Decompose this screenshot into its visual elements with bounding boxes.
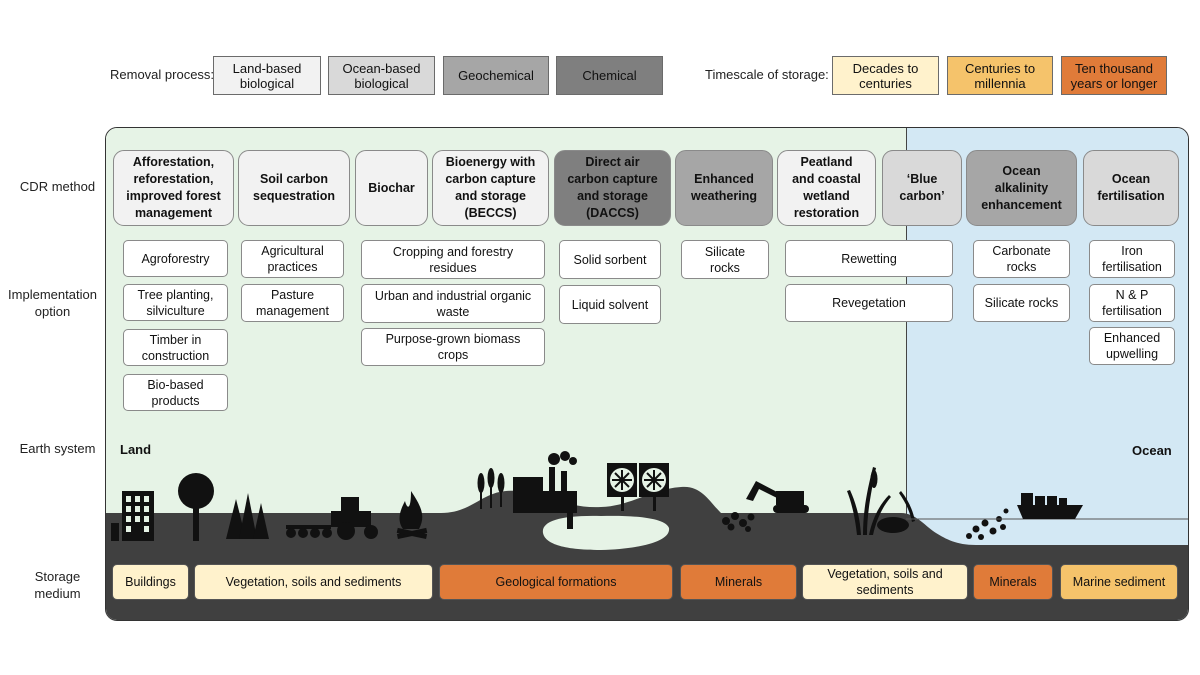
direct-air-capture-fans-icon [607,463,669,511]
method-blue-carbon: ‘Blue carbon’ [882,150,962,226]
legend-land-biological: Land-based biological [213,56,321,95]
storage-marine-sediment: Marine sediment [1060,564,1178,600]
wetland-reeds-icon [847,467,915,535]
storage-vegetation-soils: Vegetation, soils and sediments [194,564,433,600]
option-tree-planting: Tree planting, silviculture [123,284,228,321]
storage-buildings: Buildings [112,564,189,600]
option-bio-based-products: Bio-based products [123,374,228,411]
option-liquid-solvent: Liquid solvent [559,285,661,324]
method-ocean-alkalinity: Ocean alkalinity enhancement [966,150,1077,226]
deciduous-tree-icon [178,473,214,541]
conifer-trees-icon [226,493,269,539]
removal-process-label: Removal process: [110,67,215,82]
legend-chemical: Chemical [556,56,663,95]
option-pasture-management: Pasture management [241,284,344,322]
excavator-icon [746,481,809,513]
row-label-cdr-method: CDR method [19,179,96,194]
legend-ten-thousand-years: Ten thousand years or longer [1061,56,1167,95]
legend-centuries: Centuries to millennia [947,56,1053,95]
option-np-fertilisation: N & P fertilisation [1089,284,1175,322]
tractor-icon [331,497,378,540]
building-icon [111,491,154,541]
option-iron-fertilisation: Iron fertilisation [1089,240,1175,278]
method-daccs: Direct air carbon capture and storage (D… [554,150,671,226]
method-biochar: Biochar [355,150,428,226]
sediment-rock-icon [877,517,909,533]
option-timber-construction: Timber in construction [123,329,228,366]
storage-geological-formations: Geological formations [439,564,673,600]
option-cropping-residues: Cropping and forestry residues [361,240,545,279]
method-beccs: Bioenergy with carbon capture and storag… [432,150,549,226]
option-rewetting: Rewetting [785,240,953,277]
method-soil-carbon: Soil carbon sequestration [238,150,350,226]
legend-decades: Decades to centuries [832,56,939,95]
method-afforestation: Afforestation, reforestation, improved f… [113,150,234,226]
option-purpose-grown-crops: Purpose-grown biomass crops [361,328,545,366]
timescale-label: Timescale of storage: [705,67,829,82]
ocean-label: Ocean [1132,443,1172,458]
method-ocean-fertilisation: Ocean fertilisation [1083,150,1179,226]
ship-icon [1017,493,1083,519]
option-revegetation: Revegetation [785,284,953,322]
legend-ocean-biological: Ocean-based biological [328,56,435,95]
row-label-earth-system: Earth system [19,441,96,456]
row-label-storage-medium: Storage medium [34,569,81,601]
crops-icon [477,468,505,509]
land-label: Land [120,442,152,457]
geological-cavity [542,515,670,550]
storage-minerals-ocean: Minerals [973,564,1053,600]
ocean-rocks-icon [966,508,1009,540]
plough-icon [286,525,332,538]
rocks-icon [722,512,755,532]
option-agricultural-practices: Agricultural practices [241,240,344,278]
option-enhanced-upwelling: Enhanced upwelling [1089,327,1175,365]
method-peatland: Peatland and coastal wetland restoration [777,150,876,226]
option-silicate-rocks-ocean: Silicate rocks [973,284,1070,322]
row-label-implementation: Implementation option [8,287,97,319]
method-enhanced-weathering: Enhanced weathering [675,150,773,226]
option-agroforestry: Agroforestry [123,240,228,277]
storage-minerals-land: Minerals [680,564,797,600]
legend-geochemical: Geochemical [443,56,549,95]
factory-icon [513,451,577,529]
option-silicate-rocks-weathering: Silicate rocks [681,240,769,279]
option-solid-sorbent: Solid sorbent [559,240,661,279]
storage-vegetation-sediments: Vegetation, soils and sediments [802,564,968,600]
option-carbonate-rocks: Carbonate rocks [973,240,1070,278]
option-urban-industrial-waste: Urban and industrial organic waste [361,284,545,323]
fire-icon [396,491,428,540]
